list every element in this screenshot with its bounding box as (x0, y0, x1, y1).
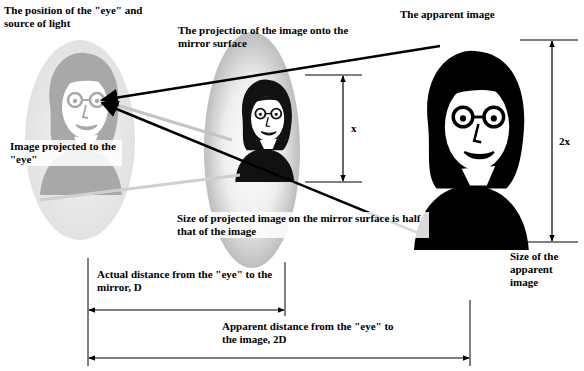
apparent-size-label: Size of the apparent image (510, 250, 580, 289)
apparent-image-label: The apparent image (400, 8, 495, 21)
dimension-label: 2x (557, 135, 572, 148)
projection-label: The projection of the image onto the mir… (178, 24, 353, 50)
projected-image-label: Image projected to the "eye" (8, 140, 122, 166)
projected-size-note: Size of projected image on the mirror su… (175, 212, 429, 238)
eye-position-note: The position of the "eye" and source of … (4, 4, 154, 30)
dimension-label: x (349, 122, 359, 135)
distance-label: Apparent distance from the "eye" to the … (220, 320, 409, 346)
distance-label: Actual distance from the "eye" to the mi… (95, 268, 284, 294)
